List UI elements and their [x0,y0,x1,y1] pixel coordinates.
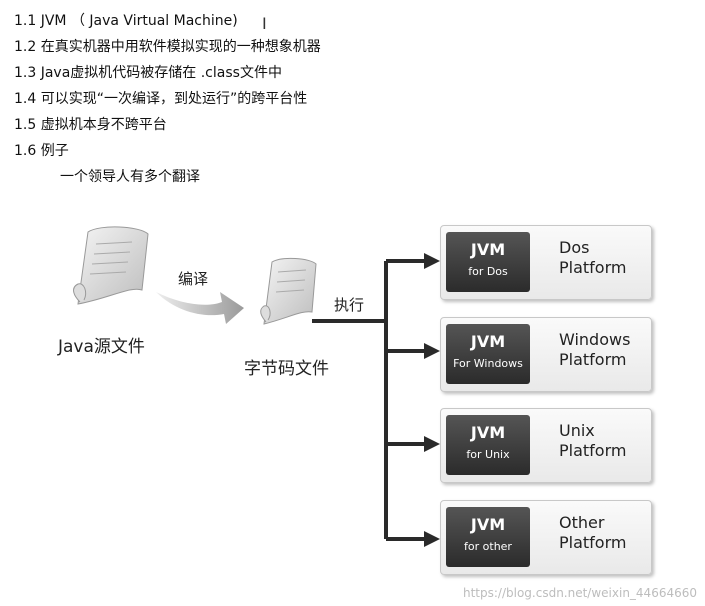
note-1-3: 1.3 Java虚拟机代码被存储在 .class文件中 [14,65,282,81]
platform-line1: Unix [559,421,595,440]
compile-arrow-icon [156,292,244,324]
jvm-diagram: Java源文件 编译 字节码文件 执行 JVM for Dos Dos Plat… [0,200,705,606]
platform-line2: Platform [559,441,627,460]
notes-list: 1.1 JVM （ Java Virtual Machine) 1.2 在真实机… [14,8,321,190]
platform-line2: Platform [559,350,627,369]
platform-name: Dos Platform [559,238,626,278]
platform-line1: Dos [559,238,590,257]
jvm-os-label: for Unix [466,448,510,461]
jvm-chip-other: JVM for other [446,507,530,567]
platform-line2: Platform [559,258,627,277]
note-example: 一个领导人有多个翻译 [60,169,200,185]
jvm-chip-unix: JVM for Unix [446,415,530,475]
note-1-2: 1.2 在真实机器中用软件模拟实现的一种想象机器 [14,39,321,55]
text-cursor-icon: I [262,14,267,33]
note-1-6: 1.6 例子 [14,143,69,159]
execute-label: 执行 [334,296,365,314]
jvm-os-label: for other [464,540,512,553]
execute-arrowheads [424,253,440,547]
platform-box-windows: JVM For Windows Windows Platform [440,317,652,392]
platform-box-dos: JVM for Dos Dos Platform [440,225,652,300]
java-source-scroll-icon [73,226,149,305]
platform-name: Other Platform [559,513,626,553]
platform-line2: Platform [559,533,627,552]
bytecode-label: 字节码文件 [244,359,329,379]
platform-name: Unix Platform [559,421,626,461]
execute-connector [312,259,426,541]
note-1-4: 1.4 可以实现“一次编译，到处运行”的跨平台性 [14,91,308,107]
jvm-label: JVM [470,240,506,259]
note-1-1: 1.1 JVM （ Java Virtual Machine) [14,13,238,29]
jvm-label: JVM [470,423,506,442]
java-source-label: Java源文件 [58,337,145,357]
jvm-chip-dos: JVM for Dos [446,232,530,292]
platform-box-other: JVM for other Other Platform [440,500,652,575]
platform-name: Windows Platform [559,330,630,370]
platform-box-unix: JVM for Unix Unix Platform [440,408,652,483]
diagram-graphics [73,226,440,547]
jvm-label: JVM [470,515,506,534]
compile-label: 编译 [178,270,209,288]
jvm-os-label: for Dos [468,265,508,278]
note-1-5: 1.5 虚拟机本身不跨平台 [14,117,167,133]
platform-line1: Windows [559,330,631,349]
jvm-chip-windows: JVM For Windows [446,324,530,384]
bytecode-scroll-icon [260,257,317,325]
platform-line1: Other [559,513,605,532]
jvm-os-label: For Windows [453,357,523,370]
watermark: https://blog.csdn.net/weixin_44664660 [462,586,697,600]
jvm-label: JVM [470,332,506,351]
